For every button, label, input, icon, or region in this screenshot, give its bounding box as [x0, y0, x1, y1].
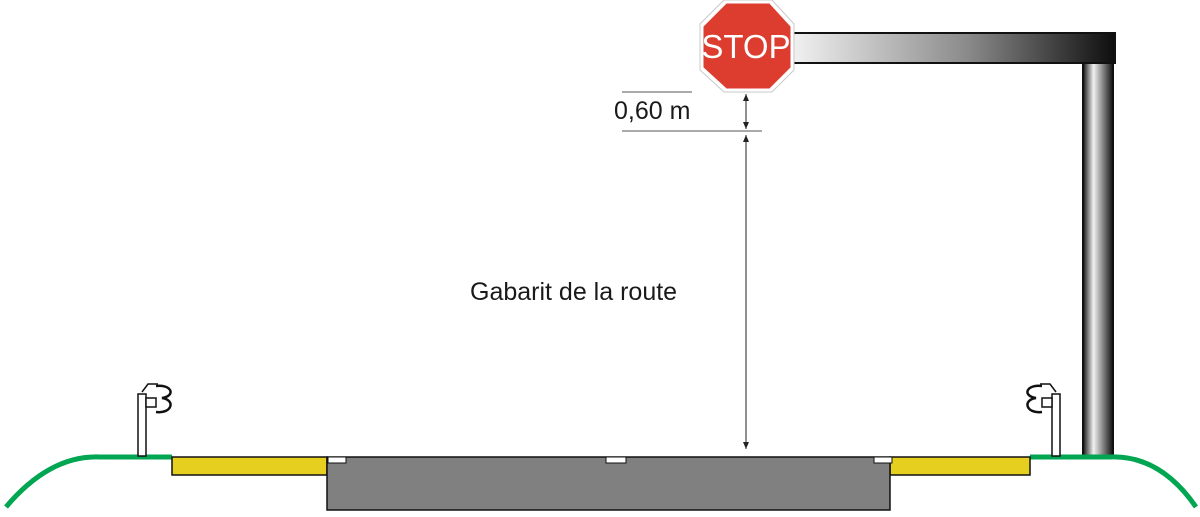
clearance-arrow-head-down	[743, 122, 749, 129]
gantry-post	[1082, 62, 1114, 459]
road-gauge-label: Gabarit de la route	[470, 278, 677, 306]
guardrail-post-icon	[1026, 383, 1061, 457]
clearance-label: 0,60 m	[614, 97, 690, 125]
clearance-arrow-head-up	[743, 94, 749, 101]
gantry	[787, 32, 1116, 459]
road-gauge-arrow-head-up	[743, 135, 749, 142]
guardrail-post-icon	[137, 383, 172, 457]
left-verge	[4, 454, 172, 509]
stop-sign-text: STOP	[701, 28, 790, 65]
road-gauge-arrow-head-down	[743, 442, 749, 449]
left-edge-marking	[327, 456, 347, 464]
stop-sign-outline	[699, 0, 795, 93]
stop-sign-octagon	[700, 0, 794, 92]
carriageway	[326, 456, 891, 511]
center-marking	[605, 456, 627, 464]
road-gauge-annotation: Gabarit de la route	[470, 135, 749, 449]
right-shoulder	[889, 456, 1031, 476]
right-verge	[1030, 454, 1199, 509]
left-shoulder	[171, 456, 328, 476]
stop-sign: STOP	[699, 0, 795, 93]
right-edge-marking	[873, 456, 893, 464]
gantry-beam	[787, 32, 1116, 64]
clearance-annotation: 0,60 m	[614, 91, 762, 132]
